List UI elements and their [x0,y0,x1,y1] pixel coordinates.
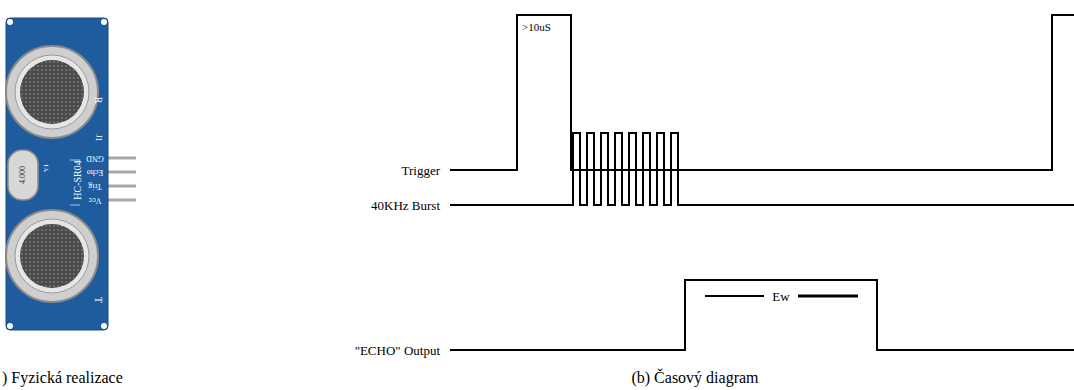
pin [104,157,136,160]
board-marking: J1 [94,134,102,141]
model-name: HC-SR04 [73,160,83,199]
sensor-module [6,18,136,330]
crystal [8,150,38,200]
signal-name: Trigger [401,164,440,177]
subfigure-caption: (b) Časový diagram [631,370,758,386]
pin-name: Vcc [89,196,102,204]
transmitter-transducer [6,210,98,302]
mount-hole [101,19,107,25]
echo-signal [450,280,1074,350]
pin-name: GND [86,154,103,162]
transducer-ring [15,55,89,129]
transducer-ring [15,219,89,293]
width-label: Ew [772,290,789,303]
burst-signal [450,133,1074,205]
mount-hole [7,323,13,329]
width-marker [705,295,764,297]
pin [104,199,136,202]
board-marking: Y1 [43,164,50,173]
subfigure-caption: ) Fyzická realizace [2,370,123,386]
pin-name: Echo [87,168,103,176]
crystal-marking: 4.000 [19,166,27,184]
trigger-signal [450,15,1074,170]
signal-name: "ECHO" Output [355,344,440,357]
pin-name: Trig [88,182,102,190]
width-marker [798,295,858,298]
timing-note: >10uS [522,22,551,33]
pin [104,185,136,188]
circuit-board [6,18,108,330]
pin [104,171,136,174]
transducer-mesh [20,60,84,124]
mount-hole [101,323,107,329]
transducer-mesh [20,224,84,288]
board-marking: R [93,97,103,104]
signal-name: 40KHz Burst [371,199,440,212]
receiver-transducer [6,46,98,138]
timing-waveforms [450,15,1074,350]
board-marking: T [93,297,103,303]
mount-hole [7,19,13,25]
